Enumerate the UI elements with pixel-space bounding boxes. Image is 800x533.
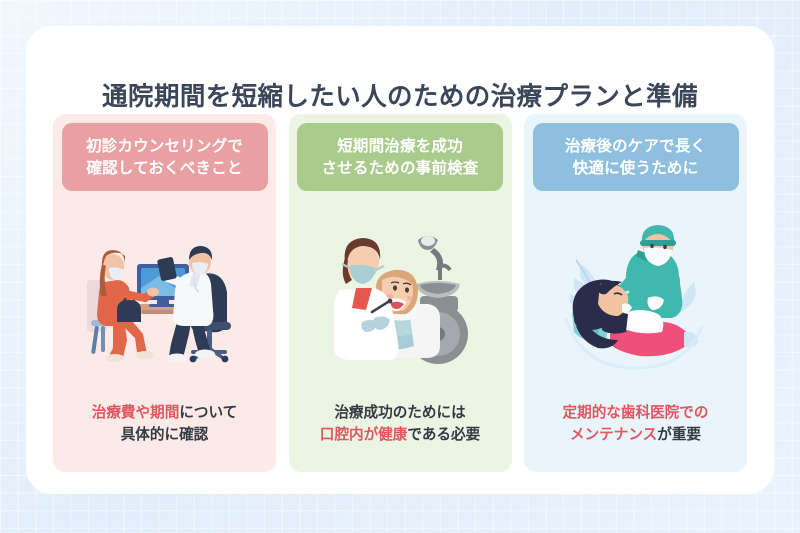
card-header-line2: 確認しておくべきこと: [86, 159, 243, 177]
dental-examination-illustration: [334, 235, 468, 364]
card-header-line1: 初診カウンセリングで: [85, 136, 243, 155]
caption-highlight-3a: 定期的な歯科医院での: [562, 404, 709, 422]
card-header-pre-examination: 短期間治療を成功 させるための事前検査: [297, 123, 503, 191]
card-pre-examination[interactable]: 短期間治療を成功 させるための事前検査: [288, 114, 512, 472]
dental-maintenance-illustration: [564, 224, 703, 370]
card-aftercare-maintenance[interactable]: 治療後のケアで長く 快適に使うために: [524, 114, 747, 472]
caption-highlight-3b: メンテナンス: [569, 426, 658, 444]
card-caption-pre-examination: 治療成功のためには 口腔内が健康である必要: [297, 402, 503, 446]
card-header-initial-counseling: 初診カウンセリングで 確認しておくべきこと: [61, 123, 268, 191]
illustration-container: [289, 191, 512, 402]
caption-plain-2: 治療成功のためには: [334, 404, 466, 422]
card-header-line1: 短期間治療を成功: [337, 136, 463, 155]
dental-consultation-illustration: [86, 245, 231, 363]
illustration-container: [524, 191, 747, 402]
caption-rest-3: が重要: [657, 426, 702, 444]
card-header-line2: 快適に使うために: [572, 159, 699, 177]
caption-plain-1: 具体的に確認: [120, 426, 209, 444]
caption-rest-1: について: [179, 404, 238, 422]
card-initial-counseling[interactable]: 初診カウンセリングで 確認しておくべきこと: [53, 114, 276, 472]
card-row: 初診カウンセリングで 確認しておくべきこと: [53, 114, 747, 472]
card-caption-aftercare-maintenance: 定期的な歯科医院での メンテナンスが重要: [533, 402, 739, 446]
page-title: 通院期間を短縮したい人のための治療プランと準備: [102, 82, 698, 112]
card-header-aftercare-maintenance: 治療後のケアで長く 快適に使うために: [532, 123, 739, 191]
white-content-panel: 通院期間を短縮したい人のための治療プランと準備 初診カウンセリングで 確認してお…: [26, 26, 774, 494]
caption-highlight-1: 治療費や期間: [91, 404, 180, 422]
card-caption-initial-counseling: 治療費や期間について 具体的に確認: [62, 402, 268, 446]
card-header-line2: させるための事前検査: [321, 159, 479, 177]
illustration-container: [53, 191, 276, 402]
caption-highlight-2: 口腔内が健康: [319, 426, 408, 444]
caption-rest-2: である必要: [407, 426, 481, 444]
card-header-line1: 治療後のケアで長く: [564, 136, 707, 155]
